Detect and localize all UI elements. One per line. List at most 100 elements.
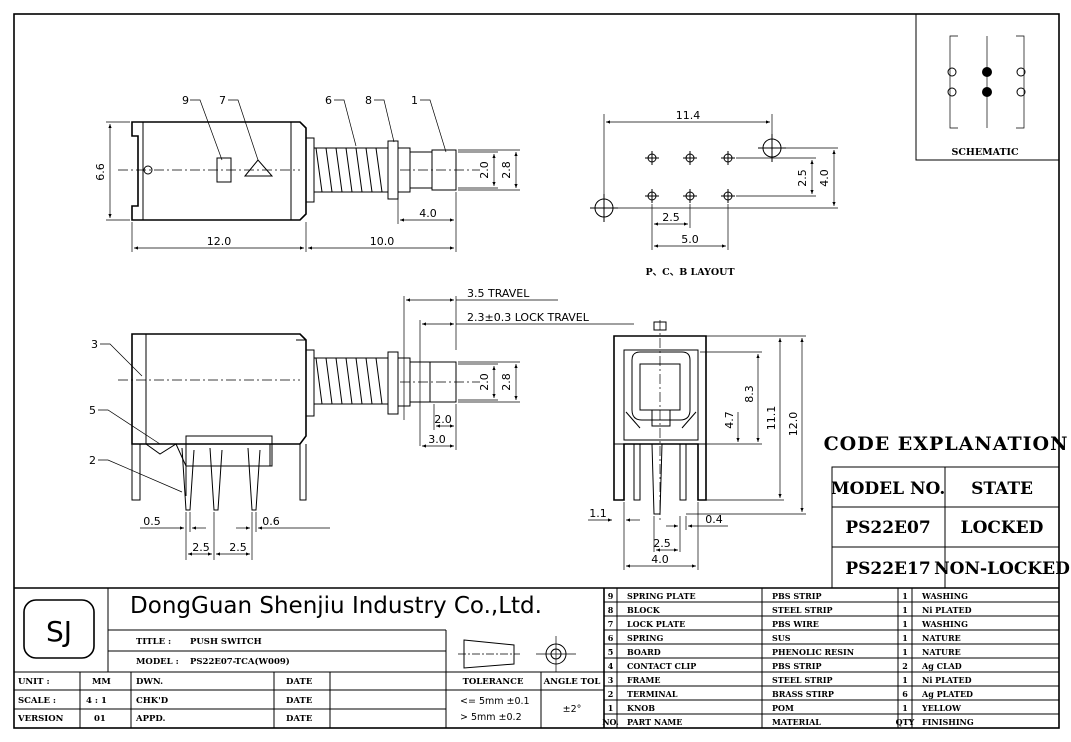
bom-cell-finish: Ni PLATED xyxy=(922,675,972,685)
side-0-6: 0.6 xyxy=(262,515,280,528)
callout-3: 3 xyxy=(91,338,98,351)
model-label: MODEL : xyxy=(136,657,179,667)
bom-header-qty: QTY xyxy=(896,717,915,727)
bom-cell-qty: 1 xyxy=(902,591,908,601)
bom-cell-qty: 1 xyxy=(902,605,908,615)
schematic: SCHEMATIC xyxy=(915,14,1059,161)
side-pitch1: 2.5 xyxy=(192,541,210,554)
state-cell: LOCKED xyxy=(961,518,1044,538)
dim-body-length: 12.0 xyxy=(207,235,232,248)
callout-1: 1 xyxy=(411,94,418,107)
front-8-3: 8.3 xyxy=(743,385,756,403)
bom-cell-material: BRASS STIRP xyxy=(772,689,834,699)
dim-knob-length: 4.0 xyxy=(419,207,437,220)
bom-cell-part: BOARD xyxy=(627,647,661,657)
front-view: 4.7 8.3 11.1 12.0 1.1 0.4 2.5 4.0 xyxy=(588,320,806,570)
appd-label: APPD. xyxy=(135,714,165,724)
chkd-label: CHK'D xyxy=(136,696,169,706)
bom-cell-finish: WASHING xyxy=(921,591,968,601)
bom-cell-qty: 1 xyxy=(902,633,908,643)
bom-cell-qty: 1 xyxy=(902,619,908,629)
bom-header-no: NO. xyxy=(602,717,619,727)
model-cell: PS22E17 xyxy=(845,559,930,579)
bom-cell-part: TERMINAL xyxy=(627,689,678,699)
front-11-1: 11.1 xyxy=(765,406,778,431)
company-logo: SJ xyxy=(46,615,72,648)
bom-cell-finish: Ag PLATED xyxy=(921,689,973,699)
callout-7: 7 xyxy=(219,94,226,107)
bom-header-material: MATERIAL xyxy=(772,717,821,727)
pcb-height: 4.0 xyxy=(818,169,831,187)
front-12-0: 12.0 xyxy=(787,412,800,437)
front-1-1: 1.1 xyxy=(589,507,607,520)
bom-cell-finish: WASHING xyxy=(921,619,968,629)
bom-cell-material: STEEL STRIP xyxy=(772,605,832,615)
bom-cell-no: 7 xyxy=(608,619,614,629)
schematic-label: SCHEMATIC xyxy=(951,147,1019,158)
bom-cell-material: SUS xyxy=(772,633,791,643)
bom-cell-part: SPRING xyxy=(627,633,663,643)
title-label: TITLE : xyxy=(136,637,171,647)
bom-cell-no: 8 xyxy=(608,605,614,615)
pcb-span: 5.0 xyxy=(681,233,699,246)
scale-label: SCALE : xyxy=(18,696,56,706)
title-block: SJ DongGuan Shenjiu Industry Co.,Ltd. TI… xyxy=(14,587,1059,728)
code-explanation-heading: CODE EXPLANATION xyxy=(824,433,1069,455)
angle-tol-label: ANGLE TOL xyxy=(543,677,601,687)
front-4-7: 4.7 xyxy=(723,411,736,429)
bom-header-part: PART NAME xyxy=(627,717,682,727)
bom-cell-no: 5 xyxy=(608,647,614,657)
dim-knob-w1: 2.0 xyxy=(478,161,491,179)
bom-cell-qty: 1 xyxy=(902,647,908,657)
pcb-row: 2.5 xyxy=(796,169,809,187)
dim-height: 6.6 xyxy=(94,163,107,181)
side-3-0: 3.0 xyxy=(428,433,446,446)
callout-6: 6 xyxy=(325,94,332,107)
col-state: STATE xyxy=(971,479,1033,499)
code-explanation: CODE EXPLANATION MODEL NO. STATE PS22E07… xyxy=(824,433,1070,589)
travel-label: 3.5 TRAVEL xyxy=(467,287,530,300)
side-0-5: 0.5 xyxy=(143,515,161,528)
bom-cell-finish: NATURE xyxy=(922,633,961,643)
bom-cell-part: SPRING PLATE xyxy=(627,591,696,601)
bom-cell-material: PBS STRIP xyxy=(772,661,821,671)
layout-label: P、C、B LAYOUT xyxy=(645,267,734,278)
bom-cell-finish: Ag CLAD xyxy=(921,661,962,671)
bom-cell-material: STEEL STRIP xyxy=(772,675,832,685)
bom-cell-part: LOCK PLATE xyxy=(627,619,685,629)
bom-cell-part: BLOCK xyxy=(627,605,661,615)
bom-cell-finish: Ni PLATED xyxy=(922,605,972,615)
bom-cell-no: 4 xyxy=(608,661,614,671)
front-0-4: 0.4 xyxy=(705,513,723,526)
bom-header-finish: FINISHING xyxy=(922,717,974,727)
callout-2: 2 xyxy=(89,454,96,467)
bom-cell-no: 3 xyxy=(608,675,614,685)
bom-cell-finish: NATURE xyxy=(922,647,961,657)
callout-5: 5 xyxy=(89,404,96,417)
bom-cell-material: PBS WIRE xyxy=(772,619,819,629)
sheet-border xyxy=(13,13,1060,729)
pcb-width: 11.4 xyxy=(676,109,701,122)
bom-cell-material: POM xyxy=(772,703,794,713)
front-4-0: 4.0 xyxy=(651,553,669,566)
bom-cell-no: 1 xyxy=(608,703,614,713)
callout-9: 9 xyxy=(182,94,189,107)
tol-line1: <= 5mm ±0.1 xyxy=(460,696,530,707)
dim-knob-w2: 2.8 xyxy=(500,161,513,179)
side-view: 3.5 TRAVEL 2.3±0.3 LOCK TRAVEL 2.0 xyxy=(89,287,634,560)
pcb-pitch: 2.5 xyxy=(662,211,680,224)
bom-cell-no: 6 xyxy=(608,633,614,643)
bom-cell-part: FRAME xyxy=(627,675,661,685)
company-name: DongGuan Shenjiu Industry Co.,Ltd. xyxy=(130,593,542,619)
model-cell: PS22E07 xyxy=(845,518,930,538)
side-knob-w2: 2.8 xyxy=(500,373,513,391)
col-model: MODEL NO. xyxy=(831,479,945,499)
bom-cell-qty: 1 xyxy=(902,675,908,685)
bom-cell-part: KNOB xyxy=(627,703,655,713)
bom-cell-part: CONTACT CLIP xyxy=(627,661,696,671)
version-label: VERSION xyxy=(17,714,64,724)
tol-line2: > 5mm ±0.2 xyxy=(460,712,522,723)
dwn-label: DWN. xyxy=(136,677,163,687)
